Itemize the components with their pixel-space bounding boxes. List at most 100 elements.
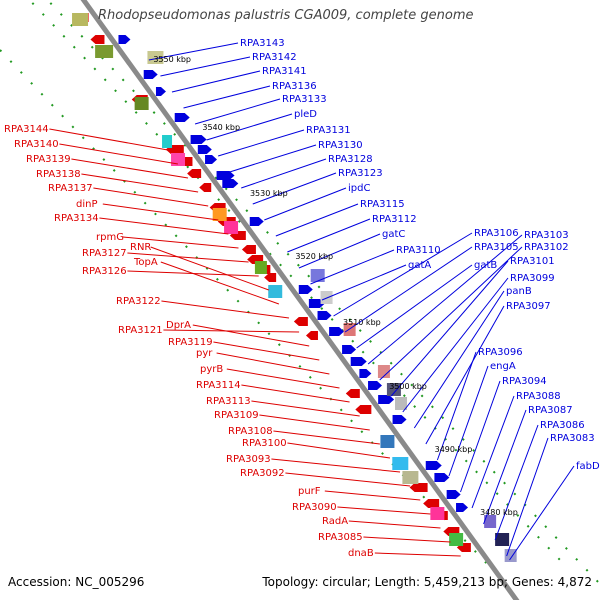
label-leader-line — [241, 158, 327, 189]
reverse-gene-arrow — [293, 317, 308, 326]
forward-gene-arrow — [434, 473, 450, 482]
reverse-gene-label: RPA3139 — [26, 154, 71, 165]
forward-gene-arrow — [222, 179, 239, 188]
reverse-gene-label: RPA3126 — [82, 266, 127, 277]
kbp-tick-label: 3520 kbp — [295, 252, 333, 261]
label-leader-line — [102, 203, 219, 221]
forward-gene-arrow — [155, 87, 166, 96]
feature-box — [402, 471, 419, 484]
label-leader-line — [127, 252, 249, 263]
label-leader-line — [252, 172, 337, 205]
label-leader-line — [150, 246, 269, 291]
reverse-gene-label: RPA3113 — [206, 396, 251, 407]
label-leader-line — [251, 400, 360, 417]
accession-text: Accession: NC_005296 — [8, 575, 144, 589]
forward-gene-label: RPA3112 — [372, 214, 417, 225]
guide-rail-inner — [46, 0, 600, 585]
forward-gene-arrow — [368, 381, 383, 390]
gene-features — [72, 13, 517, 562]
forward-gene-label: RPA3123 — [338, 168, 383, 179]
label-leader-line — [226, 368, 340, 389]
label-leader-line — [321, 264, 407, 301]
reverse-gene-label: rpmG — [96, 232, 124, 243]
label-leader-line — [259, 414, 370, 431]
label-leader-line — [271, 458, 401, 473]
label-leader-line — [285, 472, 411, 487]
label-leader-line — [49, 128, 168, 151]
kbp-tick-label: 3510 kbp — [343, 318, 381, 327]
forward-gene-arrow — [378, 395, 395, 404]
feature-box — [392, 457, 409, 470]
forward-gene-label: RPA3101 — [510, 256, 555, 267]
label-leader-line — [194, 98, 281, 125]
forward-gene-arrow — [190, 135, 207, 144]
reverse-gene-arrow — [345, 389, 360, 398]
forward-gene-arrow — [350, 357, 367, 366]
label-leader-line — [148, 42, 239, 61]
label-leader-line — [241, 384, 350, 403]
label-leader-line — [348, 520, 441, 529]
reverse-gene-label: RPA3119 — [168, 337, 213, 348]
feature-box — [484, 515, 497, 528]
forward-gene-arrow — [143, 70, 158, 79]
label-leader-line — [333, 232, 473, 317]
label-leader-line — [59, 143, 178, 165]
label-leader-line — [216, 352, 330, 375]
reverse-gene-label: pyr — [196, 348, 213, 359]
reverse-gene-label: RNR — [130, 242, 151, 253]
feature-box — [395, 397, 408, 410]
label-leader-line — [471, 395, 515, 509]
feature-box — [72, 13, 89, 26]
feature-box — [380, 435, 395, 448]
reverse-gene-label: RPA3085 — [318, 532, 363, 543]
label-leader-line — [448, 365, 489, 477]
forward-gene-label: RPA3099 — [510, 273, 555, 284]
reverse-gene-label: RPA3093 — [226, 454, 271, 465]
forward-gene-arrow — [359, 369, 372, 378]
forward-gene-label: gatA — [408, 260, 431, 271]
reverse-gene-label: RPA3144 — [4, 124, 49, 135]
forward-gene-arrow — [197, 145, 212, 154]
forward-gene-arrow — [456, 503, 469, 512]
label-leader-line — [425, 305, 505, 445]
forward-gene-label: RPA3110 — [396, 245, 441, 256]
label-leader-line — [206, 113, 293, 141]
forward-gene-label: RPA3115 — [360, 199, 405, 210]
feature-box — [224, 221, 239, 234]
label-leader-line — [344, 246, 473, 333]
label-leader-line — [287, 218, 371, 253]
forward-gene-label: RPA3087 — [528, 405, 573, 416]
forward-gene-label: gatC — [382, 229, 405, 240]
label-leader-line — [71, 158, 189, 179]
reverse-gene-label: dinP — [76, 199, 98, 210]
label-leader-line — [413, 290, 505, 429]
kbp-tick-label: 3480 kbp — [480, 508, 518, 517]
label-leader-line — [509, 465, 575, 561]
reverse-gene-arrow — [264, 273, 277, 282]
label-leader-lines — [49, 42, 575, 561]
forward-gene-label: RPA3141 — [262, 66, 307, 77]
label-leader-line — [213, 341, 320, 361]
forward-gene-label: RPA3128 — [328, 154, 373, 165]
forward-gene-arrow — [446, 490, 461, 499]
label-leader-line — [436, 351, 477, 461]
reverse-gene-label: DprA — [166, 320, 191, 331]
label-leader-line — [310, 249, 395, 285]
feature-box — [495, 533, 510, 546]
reverse-gene-label: RPA3100 — [242, 438, 287, 449]
label-leader-line — [379, 246, 523, 381]
forward-gene-arrow — [118, 35, 131, 44]
label-leader-line — [356, 264, 473, 349]
label-leader-line — [93, 187, 209, 207]
kbp-tick-label: 3540 kbp — [202, 123, 240, 132]
feature-box — [254, 261, 267, 274]
label-leader-line — [99, 217, 229, 235]
forward-gene-label: RPA3130 — [318, 140, 363, 151]
label-leader-line — [337, 506, 431, 515]
kbp-tick-label: 3550 kbp — [153, 55, 191, 64]
label-leader-line — [390, 260, 509, 397]
forward-gene-arrow — [216, 171, 235, 180]
